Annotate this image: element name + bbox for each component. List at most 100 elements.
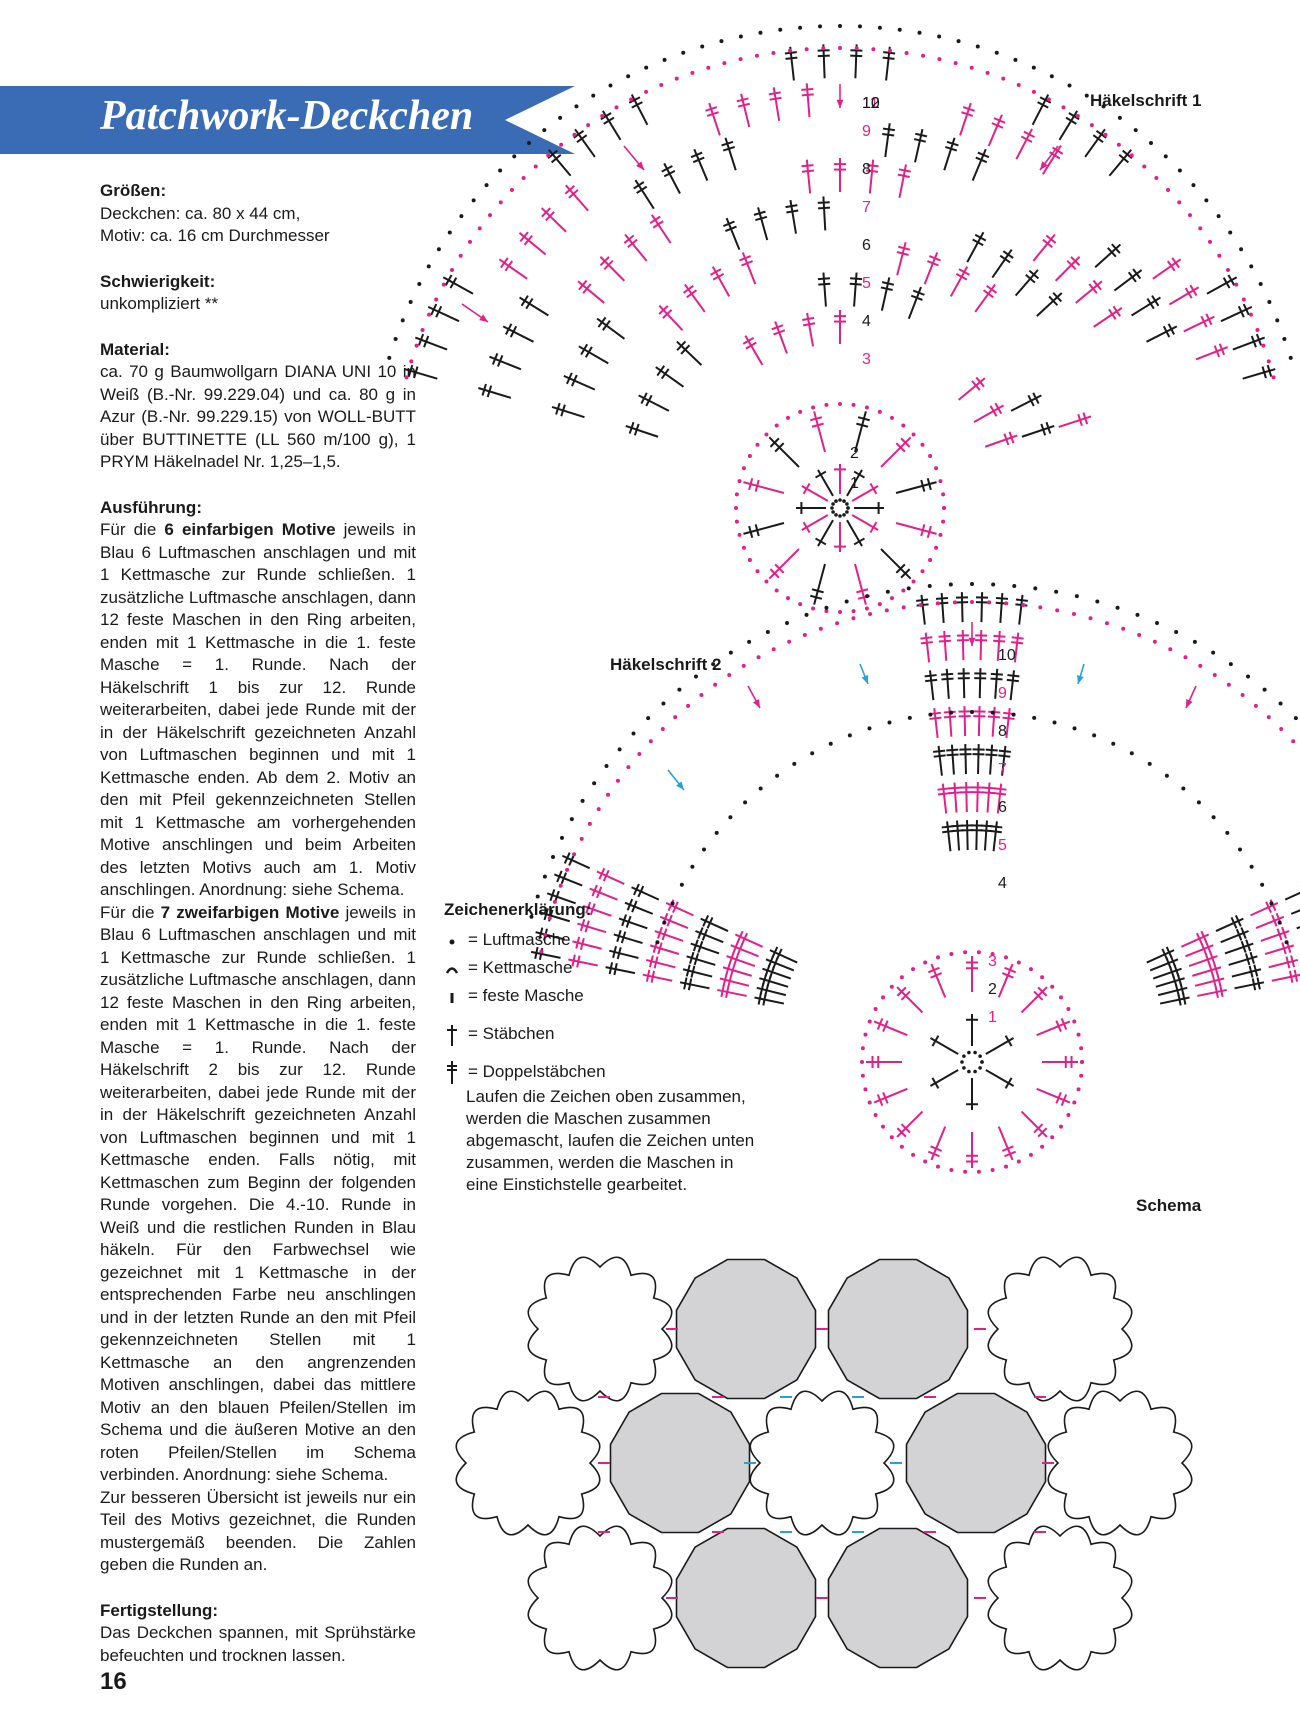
chain-dot [1104,621,1109,626]
stitch-bar [631,900,638,913]
stitch-bar [774,563,785,574]
legend-note: Laufen die Zeichen oben zusammen, werden… [466,1087,755,1194]
chain-dot [755,442,760,447]
chain-dot [747,639,752,644]
stitch-bar [1037,986,1048,997]
stitch-bar [1237,305,1245,318]
chain-dot [631,731,636,736]
stitch-bar [1200,930,1208,943]
chain-dot [1133,128,1138,133]
chain-dot [851,402,856,407]
stitch-bar [1182,992,1187,1005]
stitch-bar [785,56,798,60]
round-number: 5 [862,275,871,292]
chain-dot [786,415,790,420]
arrow-head-icon [636,161,644,170]
stitch-bar [1227,274,1236,286]
stitch-bar [555,402,561,415]
chain-dot [978,1066,982,1070]
chain-dot [771,50,776,55]
stitch-bar [653,956,659,969]
chain-dot [990,951,995,956]
chain-dot [459,214,464,219]
chain-dot [1050,1135,1055,1140]
chain-dot [747,454,752,458]
motif-one-color [987,1256,1133,1402]
chain-dot [860,1060,864,1064]
stitch-bar [573,129,585,139]
chain-dot [877,409,882,414]
chain-dot [1084,93,1089,98]
chain-dot [679,882,684,887]
chain-dot [529,914,534,919]
stitch-bar [661,165,673,173]
chain-dot [923,1159,928,1164]
chain-dot [938,479,943,484]
stitch-bar [550,153,562,164]
stitch-bar [769,568,780,579]
stitch-bar [975,156,988,164]
stitch-bar [1039,96,1052,104]
stitch-bar [1025,273,1036,284]
chain-dot [596,807,601,812]
chain-dot [741,466,746,471]
motif-two-color [675,1527,817,1669]
stitch-bar [584,346,593,358]
chain-dot [552,899,557,904]
chain-dot [818,626,823,631]
stitch-bar [1205,941,1212,954]
chain-dot [867,1100,872,1105]
chain-dot [967,1069,971,1074]
chain-dot [1129,751,1134,756]
chain-dot [741,545,746,550]
stitch-bar [1251,978,1257,991]
dot-icon [449,939,455,945]
chain-dot [701,847,706,852]
stitch-bar [802,316,815,321]
stitch-bar [994,787,1007,791]
chain-dot [871,47,876,52]
stitch-bar [933,749,946,753]
stitch-bar [882,132,895,137]
chain-dot [969,65,974,70]
stitch-bar [1249,951,1255,964]
stitch-bar [1205,313,1213,326]
round-number: 9 [862,123,871,140]
chain-dot [579,836,584,841]
stitch-bar [930,1145,943,1152]
chain-dot [608,83,613,88]
stitch-bar [1177,993,1182,1006]
motif-one-color [987,1525,1133,1671]
stitch-bar [962,106,975,112]
chain-dot [734,492,739,497]
chain-dot [901,605,906,610]
stitch-bar [1285,956,1291,969]
stitch-bar [1213,345,1220,358]
stitch-bar [582,283,592,294]
chain-dot [1050,984,1055,989]
chain-dot [863,1032,868,1037]
chain-dot [754,53,759,58]
chain-dot [786,596,790,601]
stitch-bar [943,715,957,719]
chain-dot [784,621,789,626]
chain-dot [857,24,862,29]
p2-post: jeweils in Blau 6 Luftmaschen anschlagen… [100,902,416,1485]
stitch-bar [993,792,1007,796]
chain-dot [713,682,718,687]
stitch-bar [1196,932,1203,945]
chain-dot [728,650,733,655]
chain-dot [690,70,695,75]
stitch-bar [995,597,1009,600]
chart2-title: Häkelschrift 2 [610,655,722,674]
stitch-bar [869,521,878,533]
stitch-bar [977,151,990,159]
stitch-bar [946,748,959,752]
chain-dot [758,30,763,35]
chain-dot [960,1060,964,1064]
round-number: 8 [862,161,871,178]
stitch-bar [1095,129,1107,139]
chain-dot [1168,647,1173,652]
stitch-bar [882,1091,889,1104]
chain-dot [1033,586,1038,591]
